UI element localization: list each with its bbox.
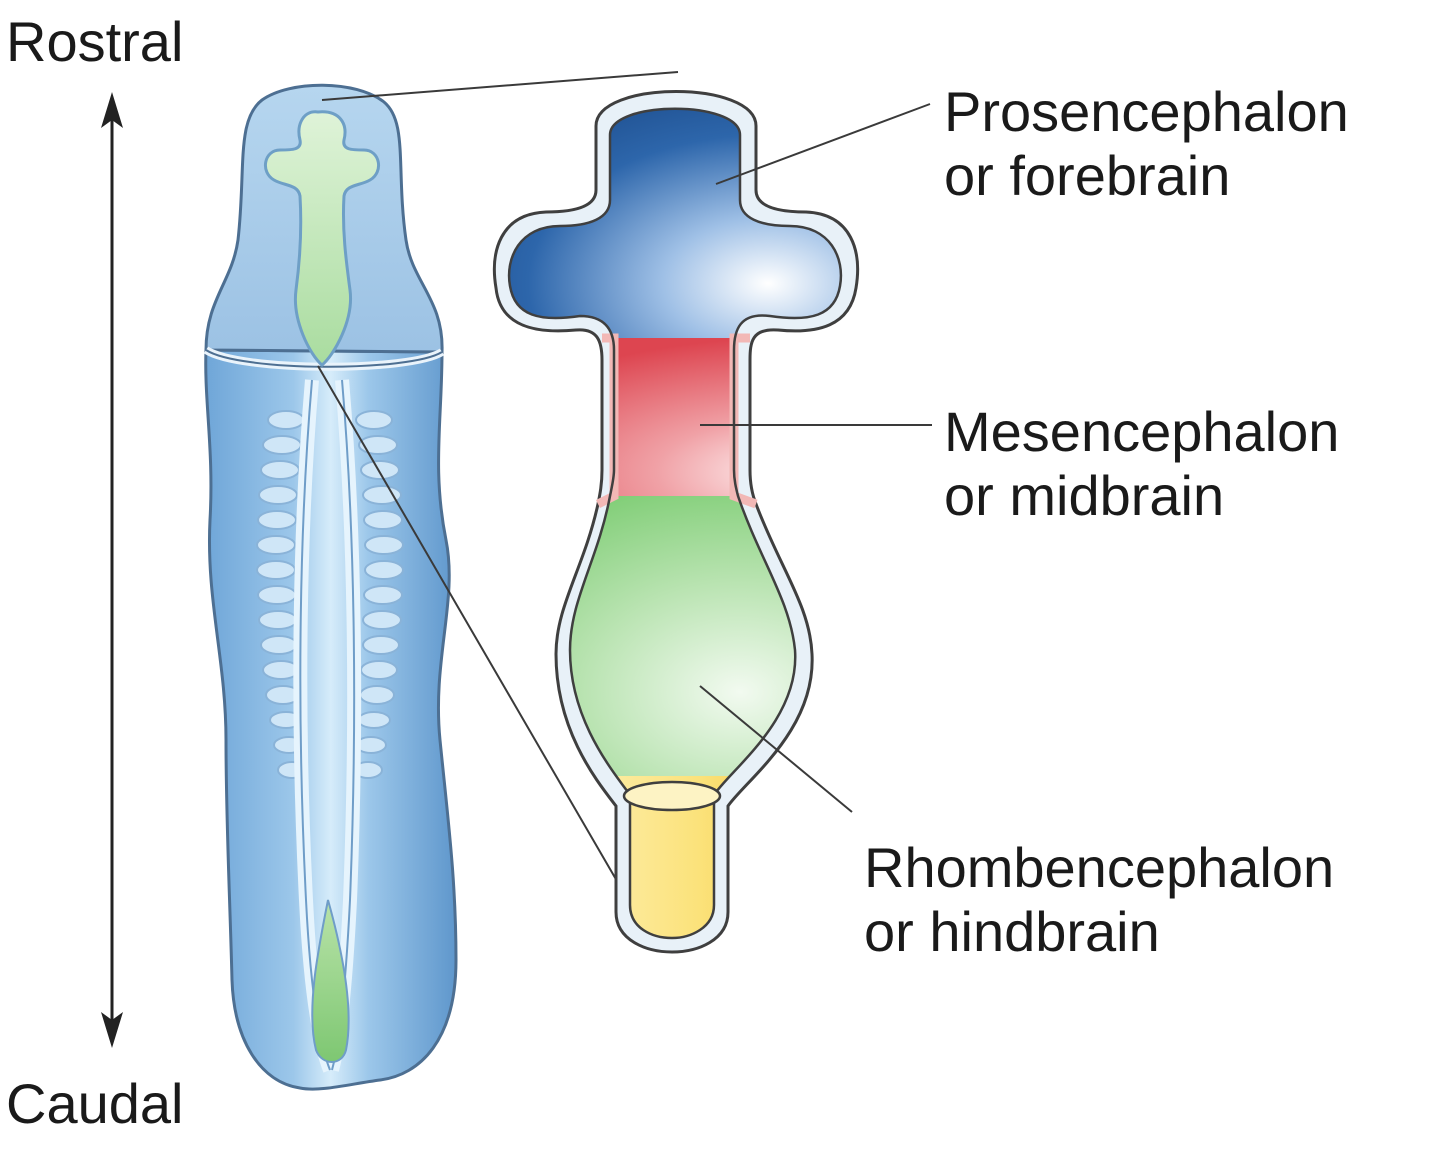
enlarged-neural-tube xyxy=(492,90,860,954)
leader-lines xyxy=(699,103,932,813)
caudal-label: Caudal xyxy=(6,1072,184,1135)
leader-prosencephalon xyxy=(715,103,931,185)
embryo-body xyxy=(203,83,458,1091)
mesencephalon-alias: or midbrain xyxy=(944,464,1225,527)
prosencephalon-alias: or forebrain xyxy=(944,144,1231,207)
rhombencephalon-label: Rhombencephalon or hindbrain xyxy=(864,836,1334,964)
leader-rhombencephalon xyxy=(699,685,853,813)
rostral-label: Rostral xyxy=(6,10,184,73)
prosencephalon-label: Prosencephalon or forebrain xyxy=(944,80,1349,208)
mesencephalon-label: Mesencephalon or midbrain xyxy=(944,400,1339,528)
hindbrain-region xyxy=(509,496,841,776)
mesencephalon-name: Mesencephalon xyxy=(944,400,1340,463)
zoom-lines xyxy=(317,71,679,901)
midbrain-region xyxy=(509,338,841,496)
rhombencephalon-name: Rhombencephalon xyxy=(864,836,1335,899)
prosencephalon-name: Prosencephalon xyxy=(944,80,1349,143)
rostral-caudal-arrow xyxy=(101,92,123,1048)
rhombencephalon-alias: or hindbrain xyxy=(864,900,1160,963)
